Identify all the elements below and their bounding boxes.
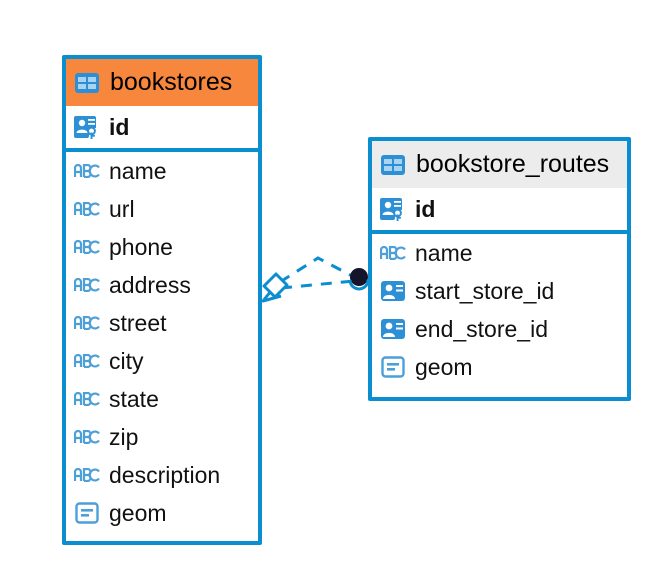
- text-abc-icon: [380, 246, 406, 260]
- text-abc-icon: [74, 278, 100, 292]
- text-abc-icon: [74, 430, 100, 444]
- table-icon: [74, 72, 100, 94]
- column-row-id[interactable]: id: [66, 106, 258, 152]
- column-row-zip[interactable]: zip: [66, 418, 258, 456]
- table-icon: [380, 154, 406, 176]
- primary-key-icon: [380, 196, 406, 222]
- text-abc-icon: [74, 240, 100, 254]
- foreign-key-icon: [380, 280, 406, 302]
- column-label: city: [109, 347, 144, 374]
- text-abc-icon: [74, 354, 100, 368]
- column-label: geom: [109, 499, 167, 526]
- relationship-line-lower: [280, 279, 355, 290]
- column-row-end-store-id[interactable]: end_store_id: [372, 310, 627, 348]
- entity-bookstore-routes-title: bookstore_routes: [416, 150, 610, 178]
- column-row-id[interactable]: id: [372, 188, 627, 234]
- text-abc-icon: [74, 316, 100, 330]
- column-label: url: [109, 195, 135, 222]
- entity-bookstores-title: bookstores: [110, 68, 233, 96]
- text-abc-icon: [74, 468, 100, 482]
- entity-bookstores-header[interactable]: bookstores: [66, 59, 258, 106]
- column-label: name: [109, 157, 167, 184]
- column-label: name: [415, 239, 473, 266]
- foreign-key-icon: [380, 318, 406, 340]
- column-row-street[interactable]: street: [66, 304, 258, 342]
- column-row-state[interactable]: state: [66, 380, 258, 418]
- column-label: street: [109, 309, 167, 336]
- target-circle-marker: [350, 268, 368, 286]
- text-abc-icon: [74, 392, 100, 406]
- column-label: id: [109, 113, 130, 140]
- column-row-name[interactable]: name: [372, 234, 627, 272]
- text-abc-icon: [74, 164, 100, 178]
- source-diamond-marker: [262, 272, 289, 299]
- column-label: zip: [109, 423, 139, 450]
- text-abc-icon: [74, 202, 100, 216]
- geometry-icon: [74, 500, 100, 526]
- column-label: description: [109, 461, 221, 488]
- column-row-description[interactable]: description: [66, 456, 258, 494]
- column-row-geom[interactable]: geom: [372, 348, 627, 386]
- column-label: geom: [415, 353, 473, 380]
- column-label: start_store_id: [415, 277, 555, 304]
- target-circle-arc: [348, 279, 370, 291]
- column-row-start-store-id[interactable]: start_store_id: [372, 272, 627, 310]
- entity-bookstore-routes-header[interactable]: bookstore_routes: [372, 141, 627, 188]
- column-row-city[interactable]: city: [66, 342, 258, 380]
- column-row-name[interactable]: name: [66, 152, 258, 190]
- column-row-address[interactable]: address: [66, 266, 258, 304]
- entity-bookstores[interactable]: bookstores id: [62, 55, 262, 545]
- column-label: id: [415, 195, 436, 222]
- column-row-phone[interactable]: phone: [66, 228, 258, 266]
- crows-foot-tail: [261, 290, 282, 303]
- relationship-line-upper: [279, 256, 357, 284]
- geometry-icon: [380, 354, 406, 380]
- column-label: address: [109, 271, 191, 298]
- column-row-geom[interactable]: geom: [66, 494, 258, 532]
- column-row-url[interactable]: url: [66, 190, 258, 228]
- column-label: phone: [109, 233, 173, 260]
- column-label: end_store_id: [415, 315, 548, 342]
- column-label: state: [109, 385, 159, 412]
- primary-key-icon: [74, 114, 100, 140]
- entity-bookstore-routes[interactable]: bookstore_routes id: [368, 137, 631, 401]
